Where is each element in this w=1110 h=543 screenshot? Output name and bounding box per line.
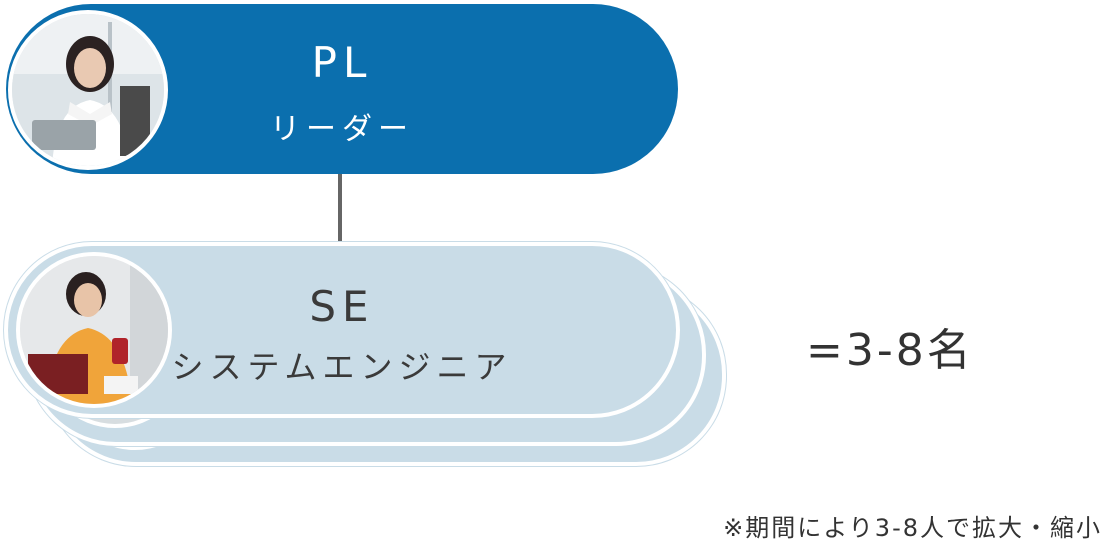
engineer-photo [16,252,172,408]
engineer-subtitle: システムエンジニア [171,348,513,386]
team-size-label: =3-8名 [806,325,974,376]
woman-with-phone-photo-icon [20,256,168,404]
leader-role: PL [311,38,373,87]
hierarchy-connector [338,174,342,242]
scaling-footnote: ※期間により3-8人で拡大・縮小 [723,514,1102,542]
leader-photo [8,10,168,170]
engineer-role: SE [309,282,375,331]
woman-with-laptop-photo-icon [12,14,164,166]
leader-subtitle: リーダー [270,112,414,147]
